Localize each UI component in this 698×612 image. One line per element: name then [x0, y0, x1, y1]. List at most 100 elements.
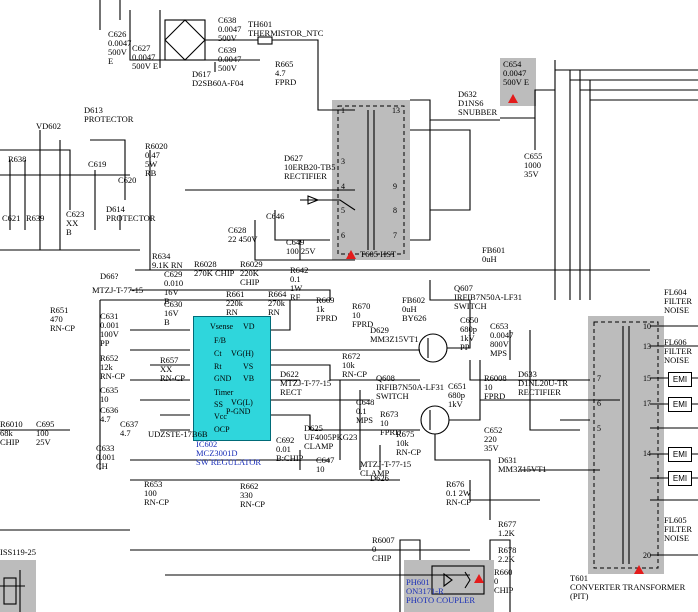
label-r6029: R6029 220K CHIP	[240, 259, 263, 287]
label-q607: Q607 IRFIB7N50A-LF31 SWITCH	[454, 283, 523, 311]
label-d614: D614 PROTECTOR	[106, 204, 156, 223]
label-mtzj2: MTZJ-T-77-15 CLAMP	[360, 459, 412, 478]
label-c626: C626 0.0047 500V E	[108, 29, 132, 66]
label-c639: C639 0.0047 500V	[218, 45, 242, 73]
label-c655: C655 1000 35V	[524, 151, 543, 179]
emi-block: EMI	[668, 447, 692, 462]
warning-icon	[346, 250, 356, 259]
ic602-chip	[193, 316, 271, 441]
label-r677: R677 1.2K	[498, 519, 517, 538]
label-d66x: D66?	[100, 271, 119, 281]
label-r670: R670 10 FPRD	[352, 301, 374, 329]
ic-pin-vgl: VG(L)	[231, 398, 253, 407]
label-c651: C651 680p 1kV	[448, 381, 467, 409]
label-c654: C654 0.0047 500V E	[503, 59, 530, 87]
label-mtzj1: MTZJ-T-77-15	[92, 285, 144, 295]
label-th601: TH601 THERMISTOR_NTC	[248, 19, 324, 38]
label-c633: C633 0.001 CH	[96, 443, 116, 471]
label-c636: C636 4.7	[100, 405, 119, 424]
c654-highlight	[500, 58, 536, 106]
t601-pin: 7	[597, 374, 601, 383]
label-c631: C631 0.001 100V PP	[100, 311, 120, 348]
warning-icon	[474, 574, 484, 583]
label-r675: R675 10k RN-CP	[396, 429, 422, 457]
t601-pin: 10	[643, 322, 651, 331]
t605-pin: 4	[341, 182, 345, 191]
label-r665: R665 4.7 FPRD	[275, 59, 297, 87]
label-r673: R673 10 FPRD	[380, 409, 402, 437]
label-d613: D613 PROTECTOR	[84, 105, 134, 124]
label-c653: C653 0.0047 800V MPS	[490, 321, 514, 358]
label-d632: D632 D1NS6 SNUBBER	[458, 89, 498, 117]
label-r653: R653 100 RN-CP	[144, 479, 170, 507]
label-d633: D633 D1NL20U-TR RECTIFIER	[518, 369, 569, 397]
emi-block: EMI	[668, 372, 692, 387]
t601-highlight	[588, 316, 664, 574]
emi-block: EMI	[668, 397, 692, 412]
label-r669: R669 1k FPRD	[316, 295, 338, 323]
label-ic602: IC602 MCZ3001D SW REGULATOR	[196, 439, 262, 467]
label-c649: C649 100 25V	[286, 237, 316, 256]
t601-pin: 14	[643, 449, 651, 458]
ic-pin-gnd: GND	[214, 374, 232, 383]
ic-pin-pgnd: P-GND	[226, 407, 251, 416]
label-c692: C692 0.01 B:CHIP	[276, 435, 304, 463]
ph601-highlight	[404, 560, 494, 612]
label-c648: C648 0.1 MPS	[356, 397, 375, 425]
label-q608: Q608 IRFIB7N50A-LF31 SWITCH	[376, 373, 445, 401]
t605-pin: 5	[341, 206, 345, 215]
label-t601: T601 CONVERTER TRANSFORMER (PIT)	[570, 573, 686, 601]
ic-pin-rt: Rt	[214, 362, 222, 371]
label-c620: C620	[118, 175, 137, 185]
label-r6010: R6010 68k CHIP	[0, 419, 23, 447]
label-d617: D617 D2SB60A-F04	[192, 69, 244, 88]
label-t605: T605 HST	[360, 249, 397, 259]
label-d626: D626	[370, 473, 389, 483]
t605-pin: 8	[393, 206, 397, 215]
ic-pin-vcc: Vcc	[214, 412, 227, 421]
ic-pin-vgh: VG(H)	[231, 349, 254, 358]
label-r638: R638	[8, 154, 27, 164]
label-c629: C629 0.010 16V B	[164, 269, 184, 306]
t605-pin: 13	[392, 106, 400, 115]
warning-icon	[508, 94, 518, 103]
label-c635: C635 10	[100, 385, 119, 404]
t601-pin: 13	[643, 342, 651, 351]
label-r6008: R6008 10 FPRD	[484, 373, 507, 401]
label-r657: R657 XX RN-CP	[160, 355, 186, 383]
label-fl606: FL606 FILTER NOISE	[664, 337, 693, 365]
label-r6020: R6020 0.47 5W RB	[145, 141, 168, 178]
label-c623: C623 XX B	[66, 209, 85, 237]
label-r652: R652 12k RN-CP	[100, 353, 126, 381]
label-r678: R678 2.2K	[498, 545, 517, 564]
label-r672: R672 10k RN-CP	[342, 351, 368, 379]
label-r6007: R6007 0 CHIP	[372, 535, 395, 563]
t605-pin: 9	[393, 182, 397, 191]
ic-pin-vb: VB	[243, 374, 255, 383]
t605-pin: 7	[393, 231, 397, 240]
label-d631: D631 MM3Z15VT1	[498, 455, 547, 474]
label-fl605: FL605 FILTER NOISE	[664, 515, 693, 543]
ic-pin-ct: Ct	[214, 349, 222, 358]
t605-highlight	[332, 100, 410, 260]
label-fb602: FB602 0uH BY626	[402, 295, 427, 323]
label-d629: D629 MM3Z15VT1	[370, 325, 419, 344]
label-iss: ISS119-25	[0, 547, 37, 557]
label-c619: C619	[88, 159, 107, 169]
label-r664: R664 270k RN	[268, 289, 287, 317]
label-c637: C637 4.7	[120, 419, 139, 438]
label-c628: C628 22 450V	[228, 225, 258, 244]
ic-pin-vsense: Vsense	[210, 322, 234, 331]
label-c630: C630 16V B	[164, 299, 183, 327]
label-d627: D627 10ERB20-TB5 RECTIFIER	[284, 153, 336, 181]
t605-pin: 6	[341, 231, 345, 240]
label-fl604: FL604 FILTER NOISE	[664, 287, 693, 315]
emi-block: EMI	[668, 471, 692, 486]
label-c646: C646	[266, 211, 285, 221]
label-c627: C627 0.0047 500V E	[132, 43, 159, 71]
ic-pin-timer: Timer	[214, 388, 234, 397]
label-r662: R662 330 RN-CP	[240, 481, 266, 509]
label-c638: C638 0.0047 500V	[218, 15, 242, 43]
t601-pin: 6	[597, 399, 601, 408]
label-r6028: R6028 270K CHIP	[194, 259, 235, 278]
